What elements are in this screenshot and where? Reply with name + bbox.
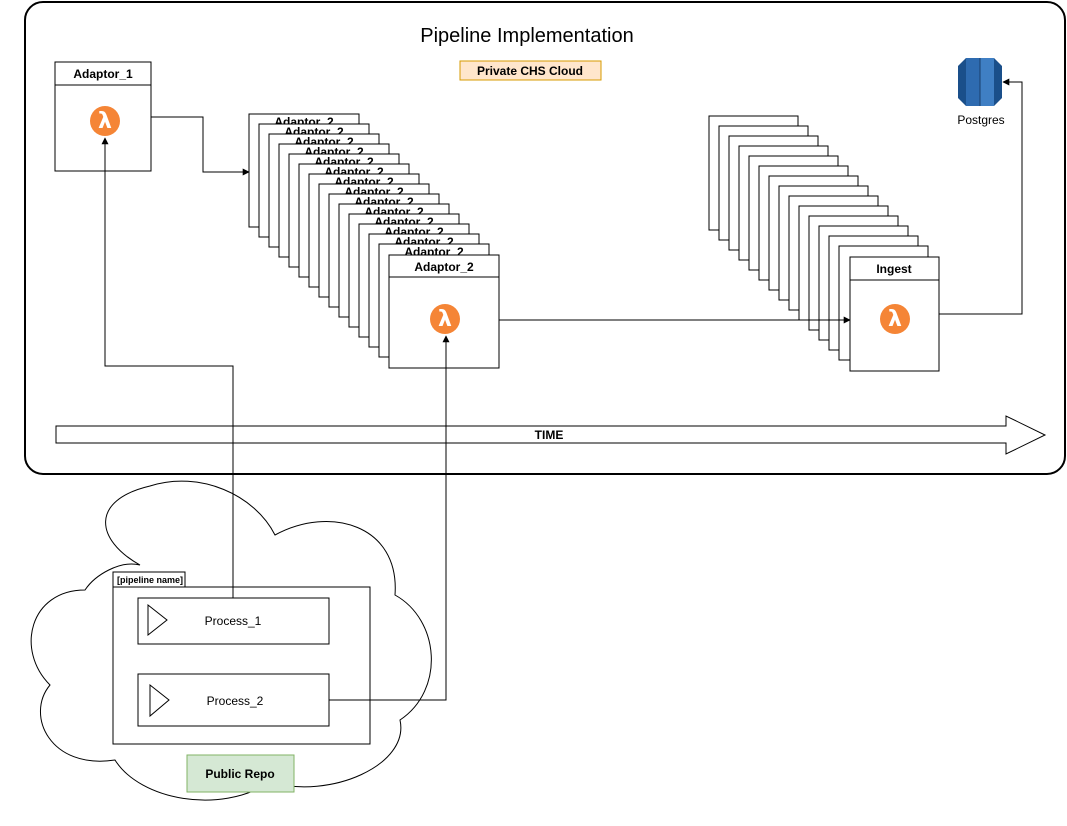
- ingest-box[interactable]: Ingest: [849, 256, 940, 372]
- lambda-icon: [880, 304, 910, 334]
- pipeline-name-label: [pipeline name]: [117, 575, 183, 585]
- connector-process1-to-adaptor1: [101, 137, 234, 598]
- private-cloud-badge: Private CHS Cloud: [459, 60, 602, 81]
- adaptor-2-stack: Adaptor_2Adaptor_2Adaptor_2Adaptor_2Adap…: [248, 113, 490, 358]
- lambda-icon: [90, 106, 120, 136]
- play-icon: [147, 603, 168, 637]
- process-2-label: Process_2: [207, 694, 264, 708]
- svg-text:TIME: TIME: [535, 428, 564, 442]
- adaptor-2-box[interactable]: Adaptor_2: [388, 254, 500, 369]
- process-1-label: Process_1: [205, 614, 262, 628]
- play-icon: [149, 683, 170, 718]
- diagram-title: Pipeline Implementation: [420, 25, 633, 47]
- connector-process2-to-adaptor2: [329, 335, 450, 701]
- ingest-label: Ingest: [876, 262, 911, 276]
- database-icon: [958, 58, 1002, 106]
- postgres-label: Postgres: [957, 113, 1004, 127]
- connector-adaptor1-to-adaptor2: [151, 116, 250, 176]
- lambda-icon: [430, 304, 460, 334]
- process-2[interactable]: Process_2: [137, 673, 330, 727]
- svg-text:Public Repo: Public Repo: [205, 767, 274, 781]
- adaptor-1-box[interactable]: Adaptor_1: [54, 61, 152, 172]
- adaptor-1-label: Adaptor_1: [73, 67, 133, 81]
- adaptor-2-label: Adaptor_2: [414, 260, 474, 274]
- connector-ingest-to-postgres: [939, 78, 1023, 315]
- public-repo-badge: Public Repo: [186, 754, 295, 793]
- process-1[interactable]: Process_1: [137, 597, 330, 645]
- time-arrow: TIME: [55, 415, 1047, 455]
- postgres-node[interactable]: Postgres: [957, 58, 1005, 127]
- svg-text:Private CHS Cloud: Private CHS Cloud: [477, 64, 583, 78]
